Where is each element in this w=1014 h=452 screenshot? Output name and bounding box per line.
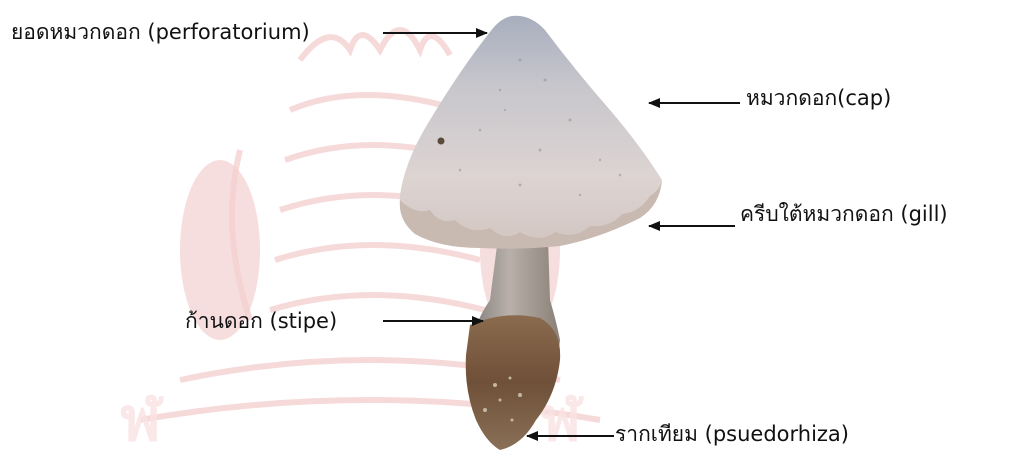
label-cap: หมวกดอก(cap)	[746, 88, 891, 109]
label-stipe: ก้านดอก (stipe)	[185, 311, 337, 332]
label-pseudorhiza: รากเทียม (psuedorhiza)	[615, 424, 849, 445]
label-perforatorium: ยอดหมวกดอก (perforatorium)	[11, 22, 310, 43]
cap-shape	[400, 16, 662, 247]
pseudorhiza-shape	[466, 315, 560, 450]
label-gill: ครีบใต้หมวกดอก (gill)	[740, 204, 948, 225]
